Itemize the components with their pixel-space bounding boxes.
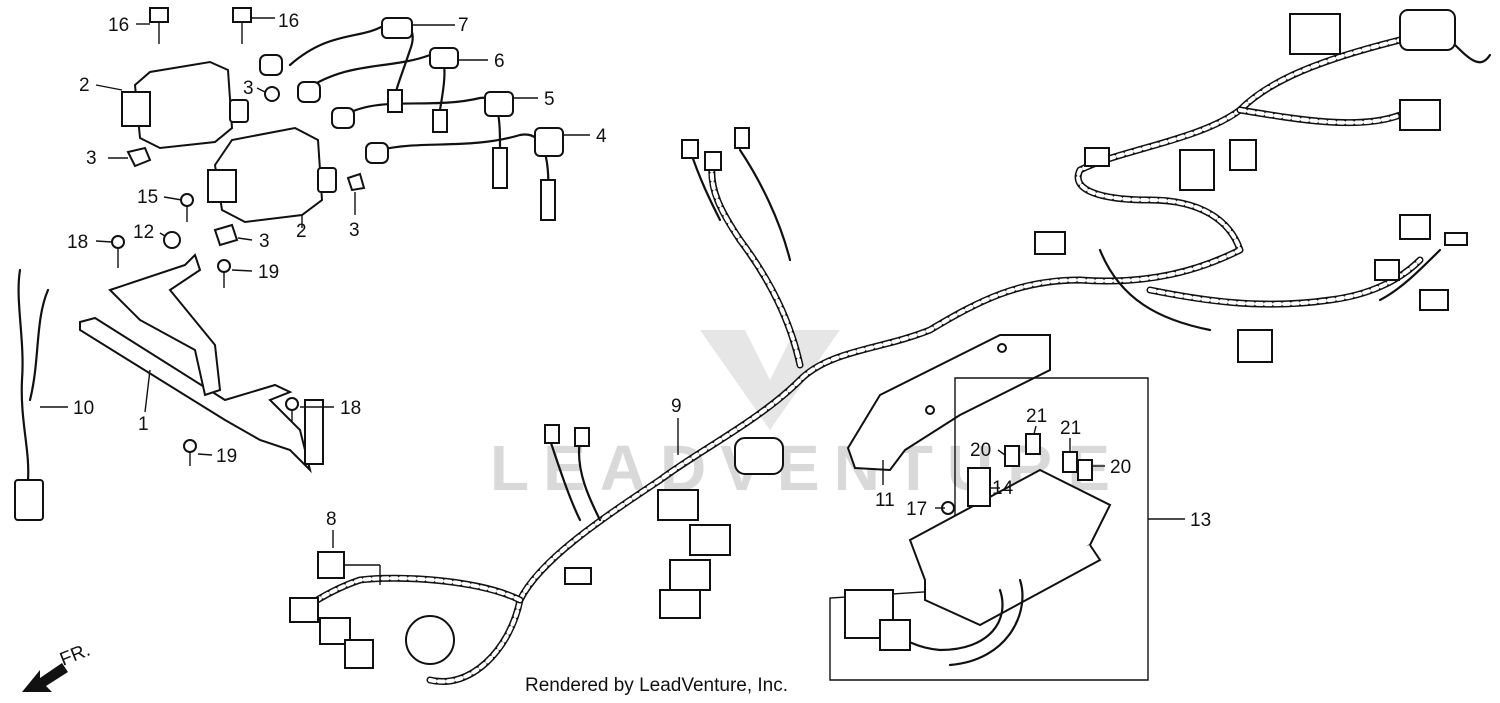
callout-16-left: 16 <box>108 15 129 36</box>
callout-3-d: 3 <box>349 220 360 241</box>
callout-21-right: 21 <box>1060 418 1081 439</box>
bolt-16-right[interactable] <box>232 7 252 44</box>
clip-nuts[interactable] <box>126 86 366 249</box>
callout-20-left: 20 <box>970 440 991 461</box>
callout-10: 10 <box>73 398 94 419</box>
render-caption: Rendered by LeadVenture, Inc. <box>525 675 789 696</box>
front-direction-arrow: FR. <box>22 640 93 692</box>
callout-labels: 16 16 7 6 5 4 2 2 3 3 3 3 15 12 18 18 19… <box>67 11 1211 531</box>
callout-11: 11 <box>875 490 895 511</box>
ignition-coil-lower[interactable] <box>207 126 337 224</box>
callout-18-left: 18 <box>67 232 88 253</box>
callout-12: 12 <box>133 222 154 243</box>
callout-20-right: 20 <box>1110 457 1131 478</box>
front-label: FR. <box>57 640 93 671</box>
callout-6: 6 <box>494 51 505 72</box>
fuse-box-bracket[interactable] <box>846 334 1051 472</box>
sub-harness-10[interactable] <box>14 268 50 521</box>
callout-8: 8 <box>326 509 337 530</box>
callout-7: 7 <box>458 15 469 36</box>
callout-19-lower: 19 <box>216 446 237 467</box>
callout-3-c: 3 <box>259 231 270 252</box>
fuse-box-group[interactable] <box>829 377 1149 681</box>
callout-2-upper: 2 <box>79 75 90 96</box>
harness-connectors[interactable] <box>289 9 1468 669</box>
callout-19-upper: 19 <box>258 262 279 283</box>
callout-15: 15 <box>137 187 158 208</box>
main-wire-harness[interactable] <box>296 36 1492 685</box>
callout-21-left: 21 <box>1026 406 1047 427</box>
callout-13: 13 <box>1190 510 1211 531</box>
callout-18-right: 18 <box>340 398 361 419</box>
callout-14: 14 <box>992 478 1014 499</box>
spark-plug-caps[interactable] <box>259 17 564 221</box>
callout-3-a: 3 <box>243 78 254 99</box>
ignition-coil-upper[interactable] <box>121 60 249 150</box>
callout-3-b: 3 <box>86 148 97 169</box>
callout-2-lower: 2 <box>296 221 307 242</box>
small-bolts[interactable] <box>111 193 299 466</box>
callout-16-right: 16 <box>278 11 299 32</box>
callout-17: 17 <box>906 499 927 520</box>
callout-9: 9 <box>671 396 682 417</box>
callout-5: 5 <box>544 89 555 110</box>
bolt-16-left[interactable] <box>149 7 169 44</box>
coil-bracket[interactable] <box>79 253 324 474</box>
callout-1: 1 <box>138 414 149 435</box>
callout-4: 4 <box>596 126 607 147</box>
leader-lines <box>40 17 1185 585</box>
